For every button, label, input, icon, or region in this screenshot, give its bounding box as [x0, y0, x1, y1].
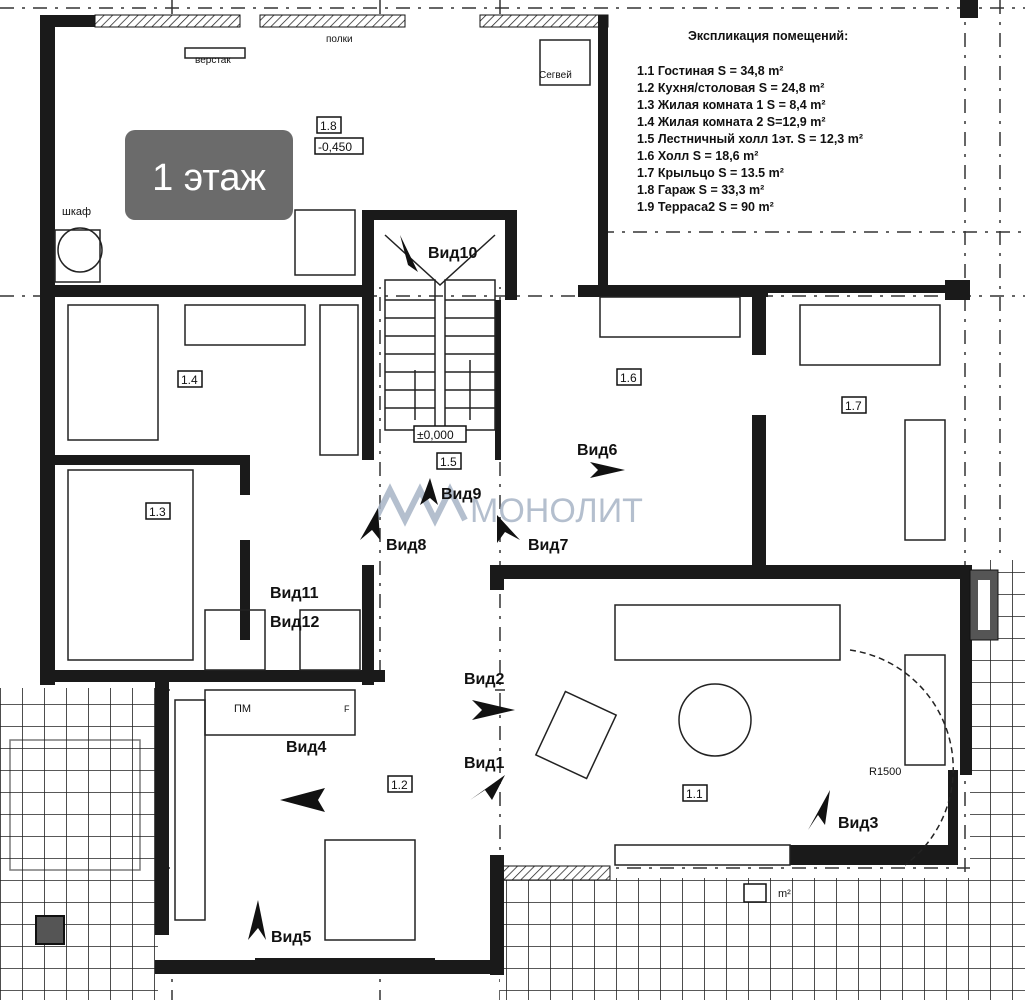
- workbench-label: верстак: [195, 55, 231, 66]
- view-label-4: Вид4: [286, 739, 327, 756]
- terrace-area-label: m²: [778, 888, 791, 900]
- legend-item: 1.7 Крыльцо S = 13.5 m²: [637, 166, 784, 180]
- legend-item: 1.1 Гостиная S = 34,8 m²: [637, 64, 783, 78]
- view-label-1: Вид1: [464, 755, 505, 772]
- legend-item: 1.3 Жилая комната 1 S = 8,4 m²: [637, 98, 825, 112]
- furniture: [9, 39, 954, 941]
- terrace-left: [0, 688, 158, 1000]
- legend-title: Экспликация помещений:: [688, 29, 848, 43]
- view-label-11: Вид11: [270, 585, 319, 602]
- walls: [35, 0, 999, 975]
- view-label-8: Вид8: [386, 537, 427, 554]
- radius-label: R1500: [869, 766, 901, 778]
- room-label-1-4: 1.4: [181, 373, 198, 387]
- legend-item: 1.9 Терраса2 S = 90 m²: [637, 200, 774, 214]
- view-label-10: Вид10: [428, 245, 477, 262]
- staircase: [384, 234, 496, 431]
- wardrobe-label: шкаф: [62, 206, 91, 218]
- floor-badge: 1 этаж: [125, 130, 293, 220]
- watermark: МОНОЛИТ: [372, 483, 643, 530]
- legend: Экспликация помещений: 1.1 Гостиная S = …: [637, 29, 863, 214]
- view-label-9: Вид9: [441, 486, 482, 503]
- floor-badge-text: 1 этаж: [152, 157, 266, 199]
- level-mark-garage: -0,450: [318, 140, 352, 154]
- legend-item: 1.8 Гараж S = 33,3 m²: [637, 183, 764, 197]
- watermark-text: МОНОЛИТ: [470, 492, 643, 530]
- room-label-1-5: 1.5: [440, 455, 457, 469]
- view-markers: Вид10 Вид9 Вид8 Вид7 Вид6 Вид11 Вид12 Ви…: [248, 235, 879, 946]
- fridge-label: F: [344, 704, 350, 714]
- shelves-label: полки: [326, 34, 353, 45]
- legend-item: 1.4 Жилая комната 2 S=12,9 m²: [637, 115, 826, 129]
- room-label-1-7: 1.7: [845, 399, 862, 413]
- legend-item: 1.6 Холл S = 18,6 m²: [637, 149, 758, 163]
- furniture-labels: верстак полки Сегвей шкаф ПМ F R1500 m²: [62, 34, 901, 903]
- level-mark-stair: ±0,000: [417, 428, 454, 442]
- room-label-1-1: 1.1: [686, 787, 703, 801]
- room-label-1-3: 1.3: [149, 505, 166, 519]
- room-label-1-8: 1.8: [320, 119, 337, 133]
- view-label-3: Вид3: [838, 815, 879, 832]
- dishwasher-label: ПМ: [234, 703, 251, 715]
- room-label-1-6: 1.6: [620, 371, 637, 385]
- view-label-2: Вид2: [464, 671, 505, 688]
- segway-label: Сегвей: [539, 70, 572, 81]
- view-label-12: Вид12: [270, 614, 319, 631]
- legend-item: 1.2 Кухня/столовая S = 24,8 m²: [637, 81, 824, 95]
- view-label-5: Вид5: [271, 929, 312, 946]
- view-label-7: Вид7: [528, 537, 569, 554]
- legend-item: 1.5 Лестничный холл 1эт. S = 12,3 m²: [637, 132, 863, 146]
- view-label-6: Вид6: [577, 442, 618, 459]
- room-label-1-2: 1.2: [391, 778, 408, 792]
- room-labels: 1.8 -0,450 1.4 1.3 1.6 1.7 ±0,000 1.5 1.…: [145, 116, 867, 802]
